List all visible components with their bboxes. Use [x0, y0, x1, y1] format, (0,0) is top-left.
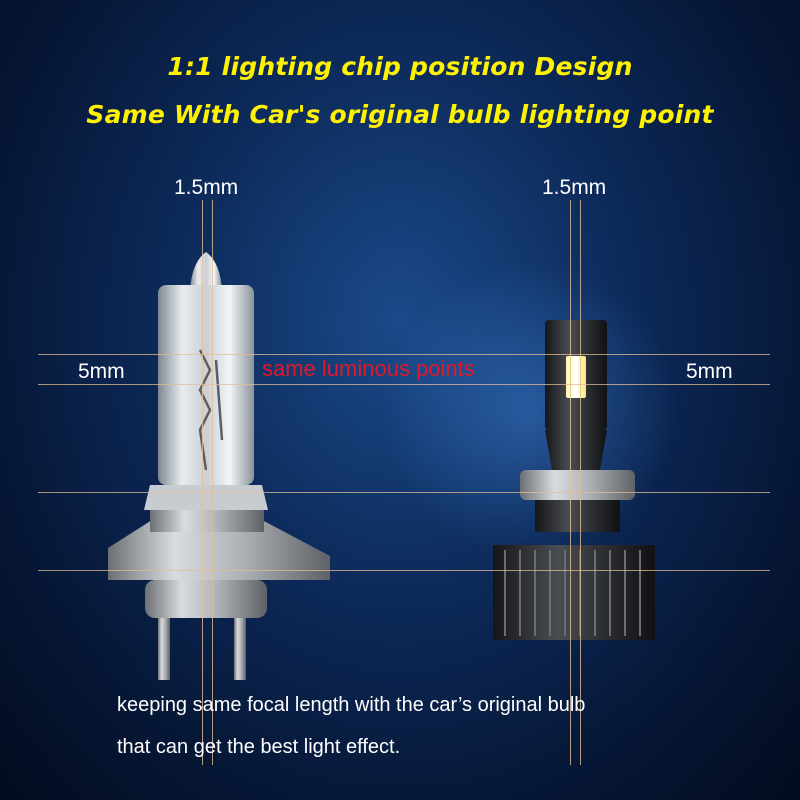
guide-line-right-a [570, 200, 571, 765]
halogen-glass-tip [190, 252, 222, 290]
left-height-label: 5mm [78, 360, 125, 383]
right-height-label: 5mm [686, 360, 733, 383]
led-heatsink [493, 545, 655, 640]
halogen-pin-right [234, 618, 246, 680]
left-width-label: 1.5mm [174, 176, 239, 199]
guide-line-left-b [212, 200, 213, 765]
led-collar [520, 470, 635, 500]
halogen-glass-base [144, 485, 268, 510]
led-chip [566, 356, 586, 398]
headline-line-2: Same With Car's original bulb lighting p… [86, 100, 714, 129]
halogen-pin-left [158, 618, 170, 680]
halogen-glass-capsule [158, 285, 254, 485]
right-width-label: 1.5mm [542, 176, 607, 199]
led-bulb [493, 320, 655, 640]
caption-line-1: keeping same focal length with the car’s… [117, 694, 586, 716]
background-glow [380, 260, 680, 560]
headline-line-1: 1:1 lighting chip position Design [167, 52, 633, 81]
luminous-points-label: same luminous points [262, 356, 475, 381]
guide-line-top [38, 354, 770, 355]
halogen-flange [108, 520, 330, 580]
halogen-base [145, 580, 267, 618]
guide-line-left-a [202, 200, 203, 765]
guide-line-luminous [38, 384, 770, 385]
guide-line-collar [38, 492, 770, 493]
led-mount-ring [535, 500, 620, 532]
halogen-filament [198, 349, 224, 471]
guide-line-base [38, 570, 770, 571]
halogen-bulb [108, 252, 330, 680]
halogen-collar [150, 510, 264, 532]
caption-line-2: that can get the best light effect. [117, 736, 401, 758]
guide-line-right-b [580, 200, 581, 765]
led-neck [545, 430, 607, 470]
